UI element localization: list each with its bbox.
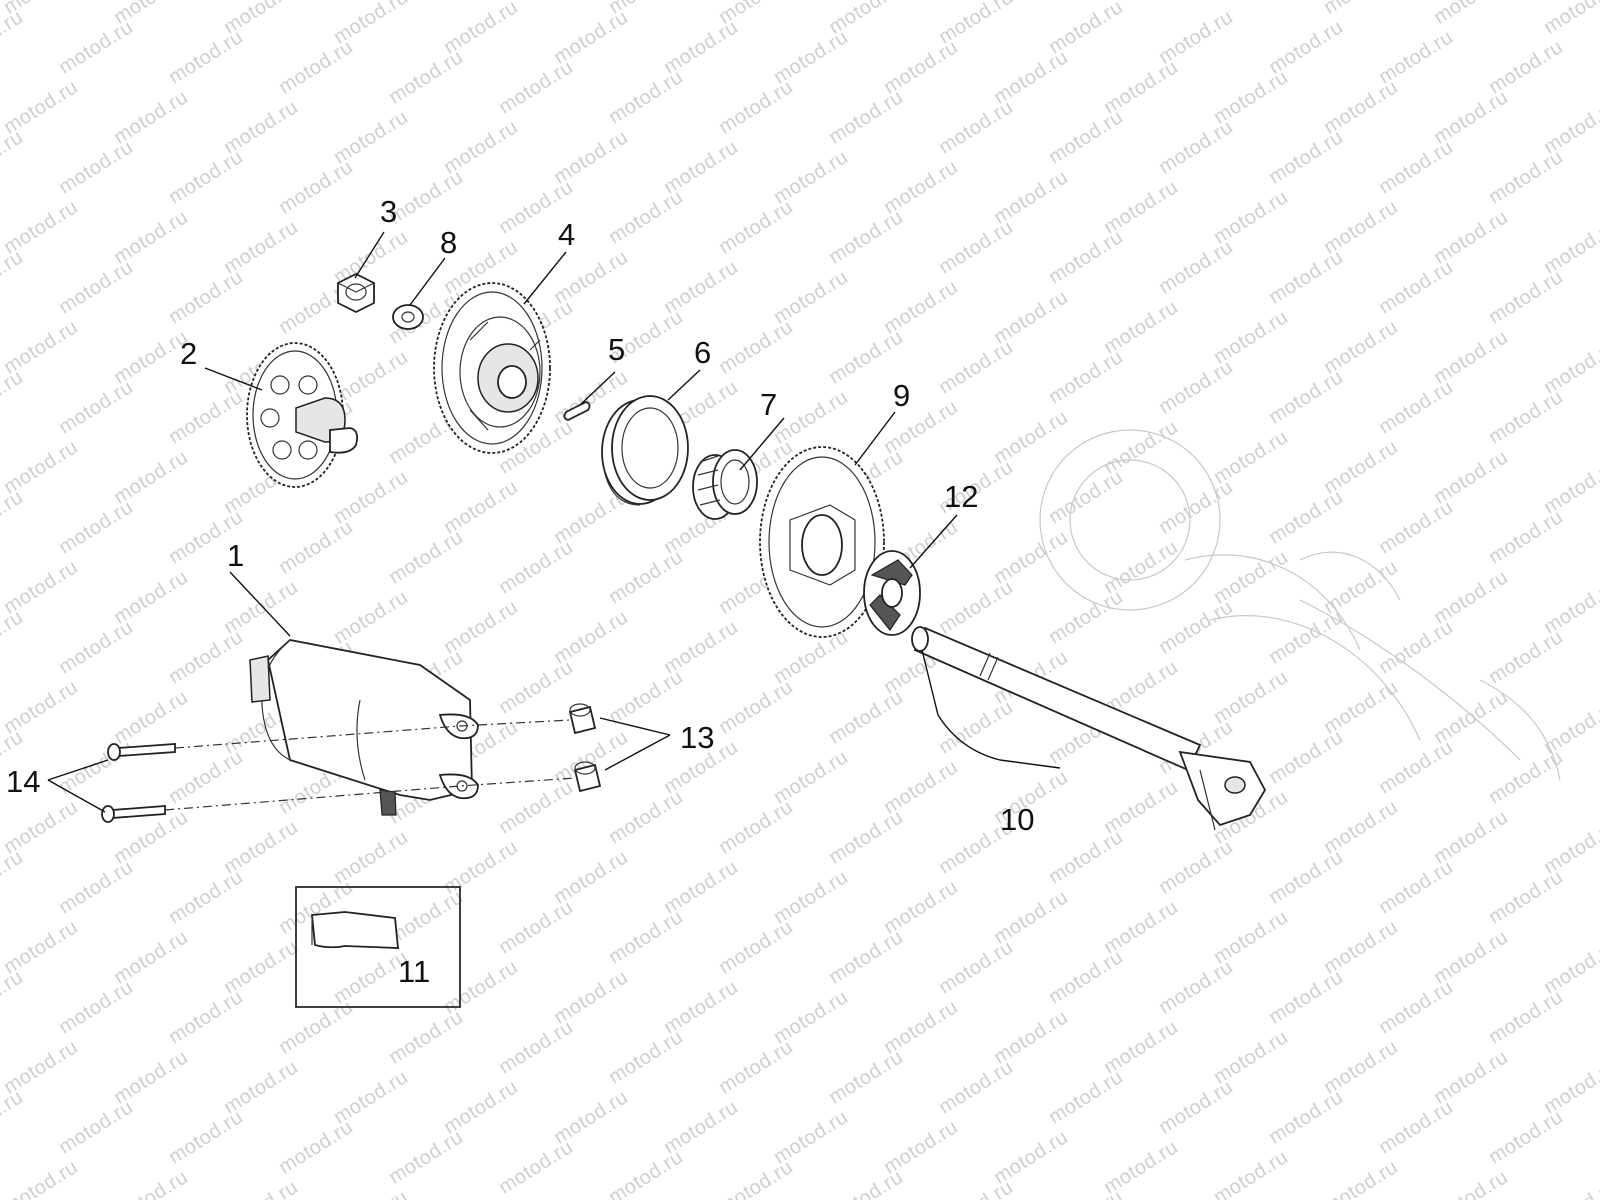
callout-7: 7 (760, 387, 777, 422)
shaft-10 (911, 626, 1267, 831)
assembly-lines (164, 719, 576, 811)
gear-2 (246, 342, 359, 488)
gear-9 (759, 446, 885, 638)
callout-12: 12 (944, 479, 978, 514)
callout-8: 8 (440, 225, 457, 260)
needle-bearing-7 (692, 449, 758, 520)
pin-5 (563, 401, 591, 421)
bushing-13-upper (568, 703, 597, 735)
callout-11: 11 (398, 954, 430, 989)
callout-2: 2 (180, 336, 197, 371)
starter-motor-1 (249, 639, 479, 816)
callout-6: 6 (694, 335, 711, 370)
callout-10: 10 (1000, 802, 1034, 837)
callout-5: 5 (608, 332, 625, 367)
nut-3 (337, 272, 375, 314)
ring-6 (601, 395, 689, 506)
cap-11-box (295, 886, 461, 1008)
engine-background-sketch (1039, 429, 1561, 781)
bolt-14-lower (101, 805, 166, 823)
callout-13: 13 (680, 720, 714, 755)
callout-1: 1 (227, 538, 244, 573)
leader-lines (47, 231, 1061, 813)
gear-4 (433, 282, 551, 454)
bushing-13-lower (573, 761, 602, 793)
callout-3: 3 (380, 194, 397, 229)
callout-14: 14 (6, 764, 40, 799)
bolt-14-upper (107, 743, 176, 761)
callout-4: 4 (558, 217, 575, 252)
washer-8 (392, 304, 424, 330)
clutch-disc-12 (863, 550, 921, 636)
callout-9: 9 (893, 378, 910, 413)
